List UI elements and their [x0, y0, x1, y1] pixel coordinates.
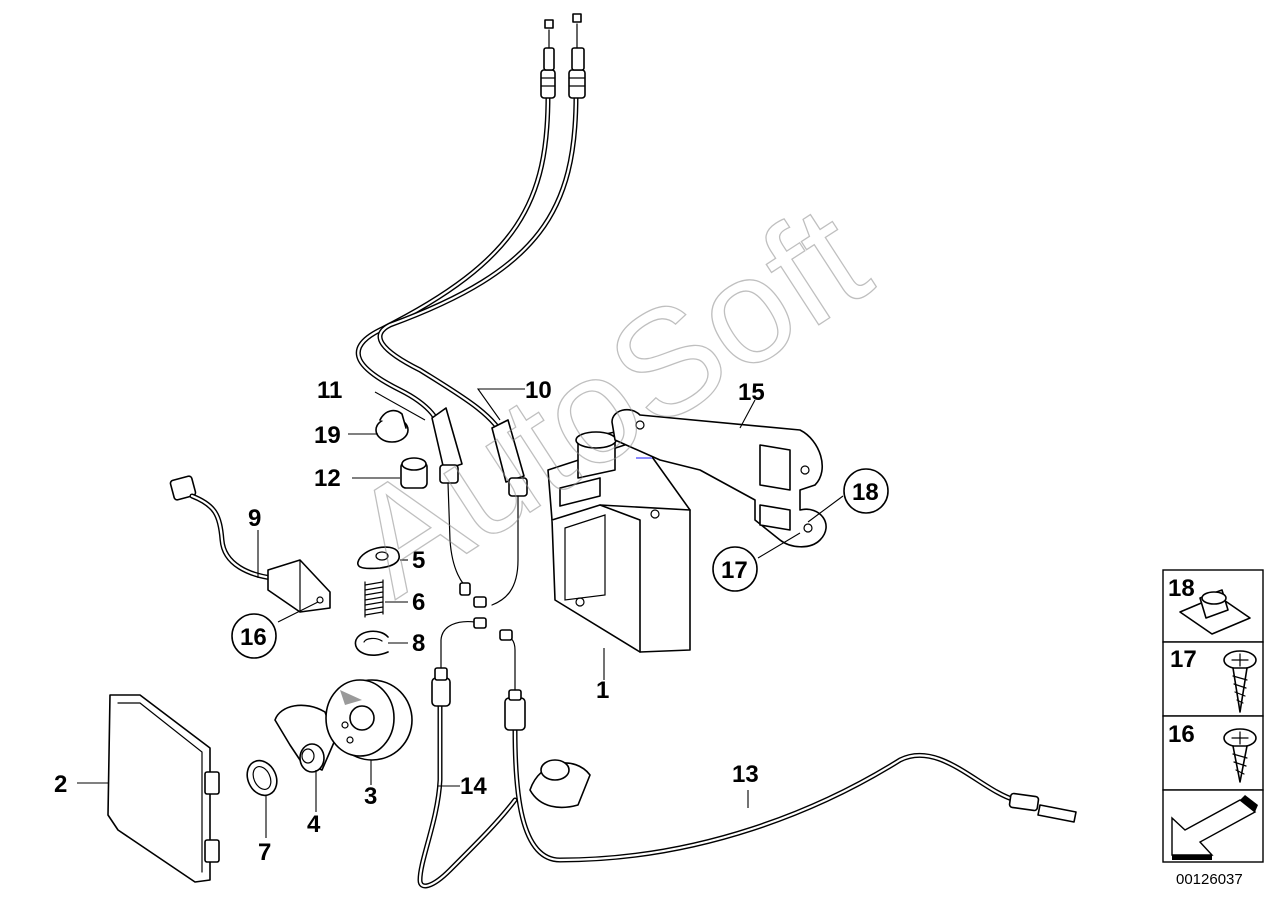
callout-17: 17 [721, 557, 748, 584]
callout-5: 5 [412, 547, 425, 574]
callout-15: 15 [738, 379, 765, 406]
part-3-drum [325, 679, 413, 761]
callouts: 1 2 3 4 5 6 7 8 9 10 11 12 13 14 15 16 1… [54, 377, 889, 866]
legend-17: 17 [1170, 646, 1197, 673]
part-16-switch [267, 559, 331, 613]
arrow-icon [1171, 795, 1258, 860]
part-9-wire [169, 475, 275, 581]
leader-lines [77, 388, 844, 838]
screw-17-icon [1223, 650, 1257, 713]
callout-12: 12 [314, 465, 341, 492]
drawing-number: 00126037 [1176, 871, 1243, 888]
callout-10: 10 [525, 377, 552, 404]
cable-10-11 [355, 13, 586, 608]
callout-6: 6 [412, 589, 425, 616]
part-4-lever [274, 704, 336, 773]
part-5-plate [357, 546, 400, 570]
part-12-cap [400, 457, 428, 489]
callout-4: 4 [307, 811, 321, 838]
callout-13: 13 [732, 761, 759, 788]
callout-16: 16 [240, 624, 267, 651]
callout-14: 14 [460, 773, 487, 800]
callout-8: 8 [412, 630, 425, 657]
callout-7: 7 [258, 839, 271, 866]
part-15-bracket [611, 408, 827, 548]
part-6-spring [364, 579, 384, 618]
part-8-clip [354, 630, 389, 656]
part-7-spring [246, 759, 278, 797]
callout-18: 18 [852, 479, 879, 506]
part-2-flap [107, 694, 220, 883]
callout-11: 11 [317, 377, 342, 404]
callout-19: 19 [314, 422, 341, 449]
legend-18: 18 [1168, 575, 1195, 602]
part-14-cable [417, 617, 518, 889]
nut-clip-icon [1179, 589, 1251, 635]
screw-16-icon [1223, 728, 1257, 783]
callout-9: 9 [248, 505, 261, 532]
callout-2: 2 [54, 771, 67, 798]
part-1-box [547, 431, 691, 653]
legend-16: 16 [1168, 721, 1195, 748]
part-13-cable [499, 629, 1077, 863]
callout-3: 3 [364, 783, 377, 810]
fastener-legend: 18 17 16 00126037 [1162, 569, 1264, 888]
part-19-cap [375, 409, 409, 443]
callout-1: 1 [596, 677, 609, 704]
